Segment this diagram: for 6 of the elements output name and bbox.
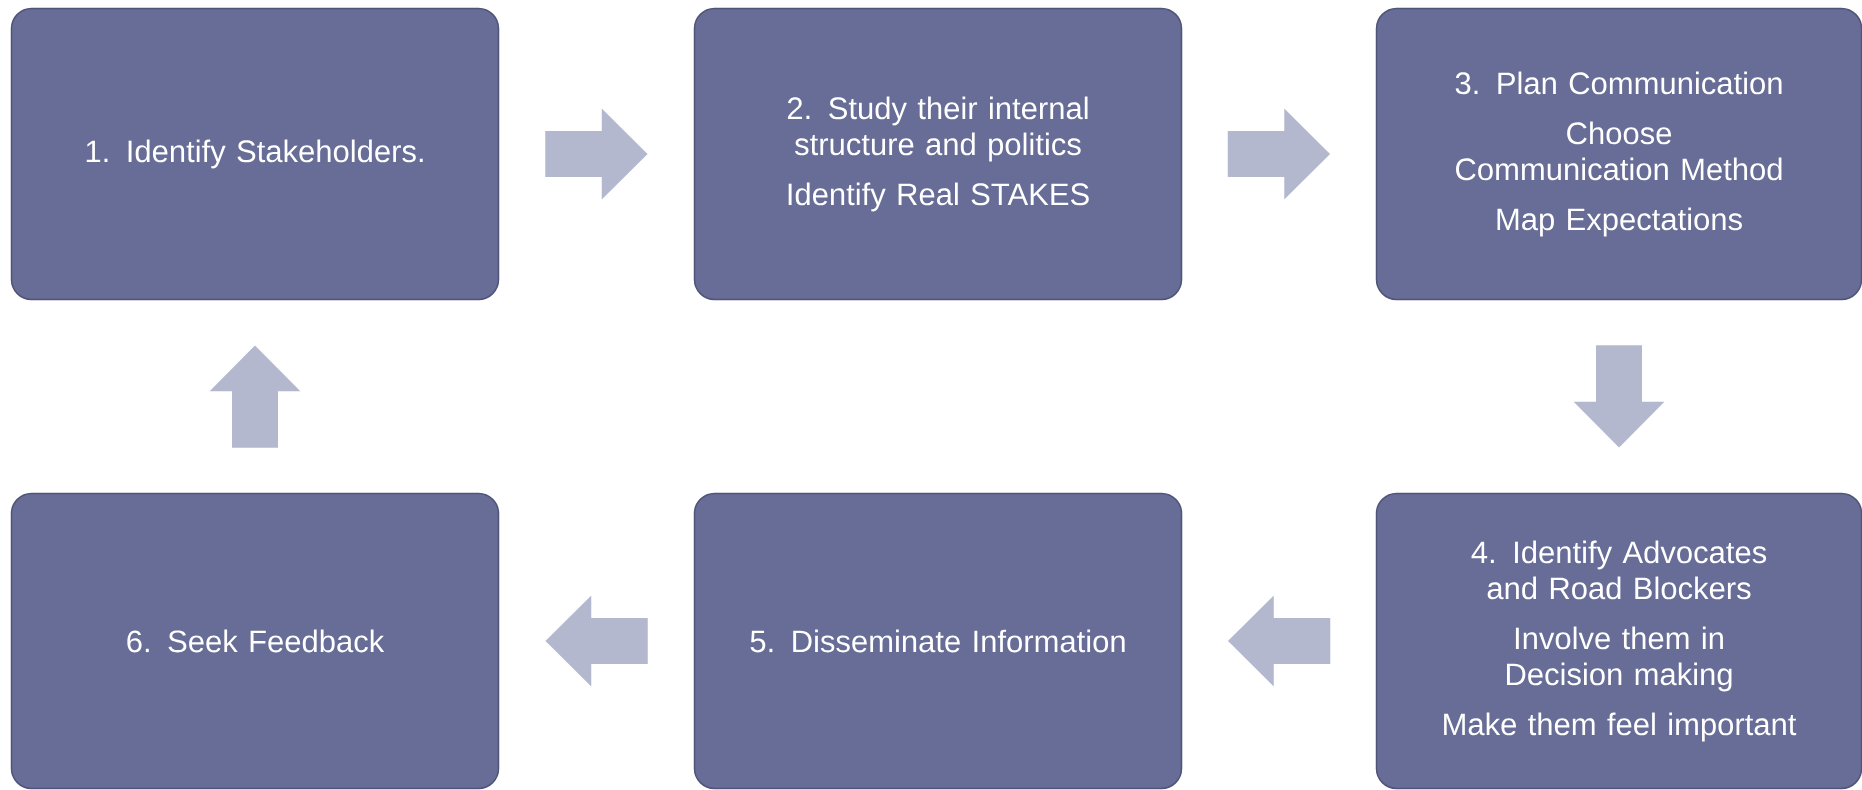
process-box: 4. Identify Advocates and Road Blockers Involve them in Decision making Make them feel important	[1375, 492, 1862, 790]
process-box: 5. Disseminate Information	[693, 492, 1183, 790]
process-box: 6. Seek Feedback	[10, 492, 500, 790]
process-box: 2. Study their internal structure and politics Identify Real STAKES	[693, 7, 1183, 301]
process-box: 3. Plan Communication Choose Communication Method Map Expectations	[1375, 7, 1862, 301]
process-box: 1. Identify Stakeholders.	[10, 7, 500, 301]
